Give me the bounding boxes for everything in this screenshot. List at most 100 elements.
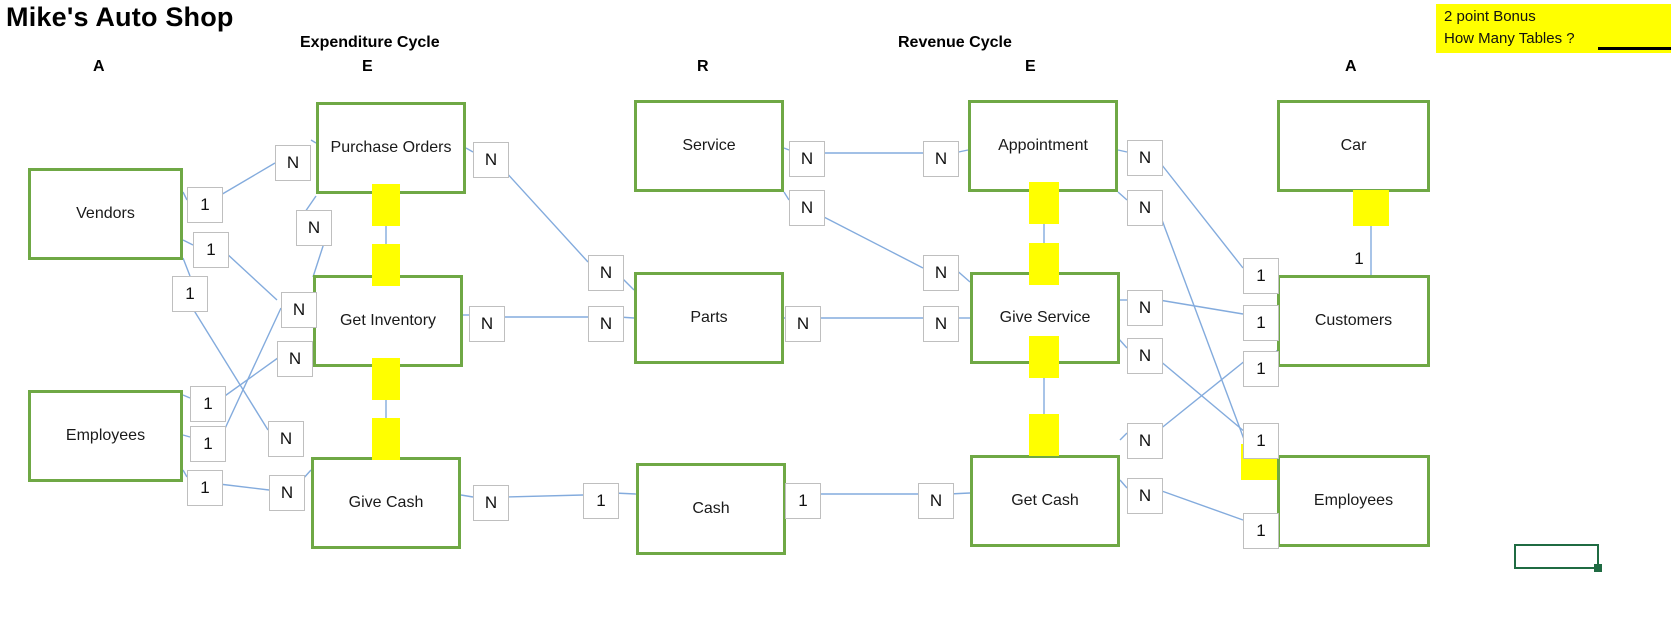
column-letter: R — [697, 58, 709, 75]
highlight-car-customers[interactable] — [1353, 190, 1389, 226]
entity-label: Parts — [690, 309, 728, 326]
resize-handle[interactable] — [1594, 564, 1602, 572]
column-letter: A — [93, 58, 105, 75]
cardinality-c27[interactable]: N — [1127, 140, 1163, 176]
cardinality-c06[interactable]: N — [281, 292, 317, 328]
cardinality-c16[interactable]: N — [588, 255, 624, 291]
highlight-getinv-cash-bot[interactable] — [372, 418, 400, 460]
connector-line — [1157, 159, 1244, 269]
highlight-gs-getcash-bot[interactable] — [1029, 414, 1059, 456]
entity-label: Vendors — [76, 205, 135, 222]
connector-line — [1117, 191, 1128, 201]
entity-vendors[interactable]: Vendors — [28, 168, 183, 260]
cardinality-c30[interactable]: N — [1127, 338, 1163, 374]
highlight-appt-gs-bottom[interactable] — [1029, 243, 1059, 285]
cardinality-c19[interactable]: N — [789, 141, 825, 177]
bonus-note-line2: How Many Tables ? — [1444, 29, 1575, 47]
connector-line — [1119, 432, 1128, 441]
entity-cash[interactable]: Cash — [636, 463, 786, 555]
highlight-po-getinv-top[interactable] — [372, 184, 400, 226]
cardinality-c20[interactable]: N — [789, 190, 825, 226]
connector-line — [182, 257, 191, 277]
cardinality-c32[interactable]: N — [1127, 478, 1163, 514]
highlight-getinv-cash-top[interactable] — [372, 358, 400, 400]
entity-parts[interactable]: Parts — [634, 272, 784, 364]
cardinality-c34[interactable]: 1 — [1243, 305, 1279, 341]
cardinality-c31[interactable]: N — [1127, 423, 1163, 459]
entity-label: Get Cash — [1011, 492, 1079, 509]
connector-line — [221, 354, 283, 399]
cardinality-c21[interactable]: N — [785, 306, 821, 342]
cardinality-c37[interactable]: 1 — [1243, 513, 1279, 549]
column-header: Revenue Cycle — [898, 34, 1012, 51]
connector-line — [1158, 359, 1247, 431]
entity-car[interactable]: Car — [1277, 100, 1430, 192]
cardinality-c08[interactable]: 1 — [190, 386, 226, 422]
entity-service[interactable]: Service — [634, 100, 784, 192]
connector-line — [182, 239, 194, 246]
cardinality-c01[interactable]: N — [275, 145, 311, 181]
connector-line — [182, 434, 191, 438]
entity-label: Cash — [692, 500, 730, 517]
cardinality-c05[interactable]: N — [296, 210, 332, 246]
entity-label: Car — [1340, 137, 1367, 154]
cardinality-c02[interactable]: 1 — [187, 187, 223, 223]
highlight-gs-getcash-top[interactable] — [1029, 336, 1059, 378]
entity-label: Employees — [65, 427, 146, 444]
column-header: Expenditure Cycle — [300, 34, 440, 51]
entity-purchase-orders[interactable]: Purchase Orders — [316, 102, 466, 194]
cardinality-c35[interactable]: 1 — [1243, 351, 1279, 387]
entity-employees-right[interactable]: Employees — [1277, 455, 1430, 547]
cardinality-c13[interactable]: N — [473, 142, 509, 178]
connector-line — [218, 483, 270, 491]
connector-line — [221, 307, 282, 436]
cardinality-c11[interactable]: N — [268, 421, 304, 457]
bonus-note-line1: 2 point Bonus — [1444, 8, 1536, 25]
connector-line — [1158, 359, 1246, 433]
connector-line — [1158, 299, 1244, 315]
cardinality-c28[interactable]: N — [1127, 190, 1163, 226]
entity-label: Customers — [1314, 312, 1393, 329]
entity-label: Give Service — [999, 309, 1091, 326]
cardinality-c09[interactable]: 1 — [190, 426, 226, 462]
entity-get-cash[interactable]: Get Cash — [970, 455, 1120, 547]
connector-line — [460, 494, 474, 498]
entity-appointment[interactable]: Appointment — [968, 100, 1118, 192]
connector-line — [224, 251, 278, 301]
connector-line — [1117, 149, 1128, 153]
highlight-appt-gs-top[interactable] — [1029, 182, 1059, 224]
cardinality-c29[interactable]: N — [1127, 290, 1163, 326]
cardinality-c26[interactable]: N — [918, 483, 954, 519]
cardinality-c12[interactable]: N — [269, 475, 305, 511]
connector-line — [1158, 489, 1244, 521]
connector-line — [819, 214, 924, 269]
cardinality-c04[interactable]: 1 — [172, 276, 208, 312]
highlight-po-getinv-bottom[interactable] — [372, 244, 400, 286]
cardinality-c18[interactable]: 1 — [583, 483, 619, 519]
cardinality-c15[interactable]: N — [473, 485, 509, 521]
entity-get-inventory[interactable]: Get Inventory — [313, 275, 463, 367]
cardinality-c07[interactable]: N — [277, 341, 313, 377]
car-customers-cardinality: 1 — [1351, 249, 1367, 268]
cardinality-c25[interactable]: N — [923, 306, 959, 342]
cardinality-c33[interactable]: 1 — [1243, 258, 1279, 294]
empty-shape[interactable] — [1514, 544, 1599, 569]
entity-customers[interactable]: Customers — [1277, 275, 1430, 367]
connector-line — [1119, 479, 1128, 489]
cardinality-c36[interactable]: 1 — [1243, 423, 1279, 459]
entity-label: Purchase Orders — [330, 139, 452, 156]
entity-label: Service — [682, 137, 736, 154]
connector-line — [1158, 211, 1249, 451]
bonus-note-underline — [1598, 47, 1671, 50]
page-title: Mike's Auto Shop — [6, 2, 234, 32]
cardinality-c22[interactable]: 1 — [785, 483, 821, 519]
entity-give-cash[interactable]: Give Cash — [311, 457, 461, 549]
cardinality-c24[interactable]: N — [923, 255, 959, 291]
cardinality-c14[interactable]: N — [469, 306, 505, 342]
cardinality-c23[interactable]: N — [923, 141, 959, 177]
entity-employees-left[interactable]: Employees — [28, 390, 183, 482]
cardinality-c17[interactable]: N — [588, 306, 624, 342]
cardinality-c03[interactable]: 1 — [193, 232, 229, 268]
cardinality-c10[interactable]: 1 — [187, 470, 223, 506]
